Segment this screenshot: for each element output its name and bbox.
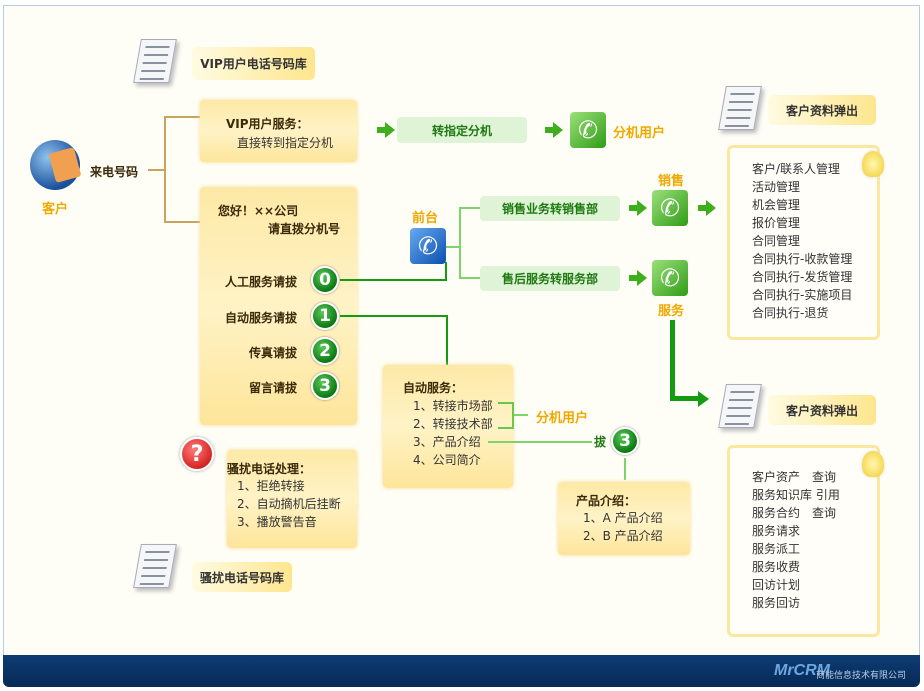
vip-service-title: VIP用户服务： xyxy=(226,117,309,131)
crm-item[interactable]: 活动管理 xyxy=(752,180,801,194)
auto-extension-label: 分机用户 xyxy=(536,411,589,426)
vip-db-label: VIP用户电话号码库 xyxy=(192,47,315,80)
scroll-icon xyxy=(125,35,185,90)
incoming-number-label: 来电号码 xyxy=(90,165,139,179)
crm-service-list: 客户资产 查询 服务知识库 引用 服务合约 查询 服务请求 服务派工 服务收费 … xyxy=(727,445,884,637)
dial-2-badge: 2 xyxy=(311,337,339,365)
scroll-icon xyxy=(125,540,185,595)
brand-logo: MrCRM xyxy=(774,662,830,679)
auto-service-item: 1、转接市场部 xyxy=(413,399,493,413)
harassment-db-label: 骚扰电话号码库 xyxy=(192,562,292,592)
dial-0-badge: 0 xyxy=(311,266,339,294)
option-label: 传真请拔 xyxy=(249,346,298,360)
lightbulb-icon xyxy=(862,151,884,177)
vip-service-box: VIP用户服务： 直接转到指定分机 xyxy=(200,100,357,162)
extension-user-label: 分机用户 xyxy=(613,126,666,141)
auto-service-box: 自动服务： 1、转接市场部 2、转接技术部 3、产品介绍 4、公司简介 xyxy=(383,365,513,488)
vip-service-desc: 直接转到指定分机 xyxy=(237,136,334,150)
harassment-item: 1、拒绝转接 xyxy=(237,479,305,493)
globe-phone-icon xyxy=(30,140,82,190)
footer-bar: MrCRM 商能信息技术有限公司 xyxy=(3,655,920,687)
arrow-right-icon xyxy=(629,200,647,216)
sales-transfer-pill: 销售业务转销售部 xyxy=(480,196,620,221)
scroll-icon xyxy=(710,380,770,435)
front-desk-label: 前台 xyxy=(412,211,439,226)
front-desk-phone-icon: ✆ xyxy=(410,228,446,264)
phone-icon: ✆ xyxy=(570,112,606,148)
harassment-box: 骚扰电话处理： 1、拒绝转接 2、自动摘机后挂断 3、播放警告音 xyxy=(227,450,357,548)
crm-item[interactable]: 合同执行-发货管理 xyxy=(752,270,853,284)
popup-label: 客户资料弹出 xyxy=(768,395,876,425)
greeting-line1: 您好！××公司 xyxy=(218,204,299,218)
product-intro-item: 2、B 产品介绍 xyxy=(583,529,663,543)
crm-item[interactable]: 客户/联系人管理 xyxy=(752,162,841,176)
popup-label: 客户资料弹出 xyxy=(768,95,876,125)
harassment-item: 3、播放警告音 xyxy=(237,515,317,529)
service-label: 服务 xyxy=(658,304,685,319)
crm-item[interactable]: 合同执行-收款管理 xyxy=(752,252,853,266)
service-transfer-pill: 售后服务转服务部 xyxy=(480,266,620,291)
scroll-icon xyxy=(710,82,770,137)
arrow-right-icon xyxy=(698,391,709,407)
crm-sales-list: 客户/联系人管理 活动管理 机会管理 报价管理 合同管理 合同执行-收款管理 合… xyxy=(727,145,884,340)
dial-3-product-badge: 3 xyxy=(611,427,639,455)
arrow-right-icon xyxy=(377,122,395,138)
arrow-right-icon xyxy=(698,200,716,216)
lightbulb-icon xyxy=(862,451,884,477)
dial-1-badge: 1 xyxy=(311,302,339,330)
harassment-item: 2、自动摘机后挂断 xyxy=(237,497,341,511)
arrow-right-icon xyxy=(545,122,563,138)
crm-item[interactable]: 服务收费 xyxy=(752,560,801,574)
crm-item[interactable]: 合同执行-实施项目 xyxy=(752,288,853,302)
auto-service-item: 2、转接技术部 xyxy=(413,417,493,431)
company-name: 商能信息技术有限公司 xyxy=(815,671,906,681)
option-label: 人工服务请拔 xyxy=(225,275,298,289)
crm-item[interactable]: 客户资产 查询 xyxy=(752,470,837,484)
auto-service-item: 3、产品介绍 xyxy=(413,435,481,449)
auto-service-item: 4、公司简介 xyxy=(413,453,481,467)
auto-service-title: 自动服务： xyxy=(403,381,464,395)
product-intro-title: 产品介绍： xyxy=(576,494,637,508)
crm-item[interactable]: 服务派工 xyxy=(752,542,801,556)
crm-item[interactable]: 机会管理 xyxy=(752,198,801,212)
harassment-title: 骚扰电话处理： xyxy=(227,462,312,476)
product-intro-box: 产品介绍： 1、A 产品介绍 2、B 产品介绍 xyxy=(558,482,690,555)
option-label: 留言请拔 xyxy=(249,381,298,395)
option-label: 自动服务请拔 xyxy=(225,311,298,325)
sales-phone-icon: ✆ xyxy=(652,190,688,226)
crm-item[interactable]: 合同执行-退货 xyxy=(752,306,829,320)
transfer-pill: 转指定分机 xyxy=(397,117,527,143)
arrow-right-icon xyxy=(629,270,647,286)
greeting-box: 您好！××公司 请直拨分机号 人工服务请拔 自动服务请拔 传真请拔 留言请拔 xyxy=(200,187,357,425)
sales-label: 销售 xyxy=(658,174,685,189)
greeting-line2: 请直拨分机号 xyxy=(268,222,341,236)
crm-item[interactable]: 服务知识库 引用 xyxy=(752,488,840,502)
question-icon: ? xyxy=(180,437,214,471)
crm-item[interactable]: 服务请求 xyxy=(752,524,801,538)
crm-item[interactable]: 服务合约 查询 xyxy=(752,506,837,520)
customer-label: 客户 xyxy=(42,202,69,217)
dial-label: 拔 xyxy=(594,435,607,449)
crm-item[interactable]: 报价管理 xyxy=(752,216,801,230)
service-phone-icon: ✆ xyxy=(652,260,688,296)
crm-item[interactable]: 回访计划 xyxy=(752,578,801,592)
crm-item[interactable]: 合同管理 xyxy=(752,234,801,248)
product-intro-item: 1、A 产品介绍 xyxy=(583,511,663,525)
dial-3-badge: 3 xyxy=(311,372,339,400)
crm-item[interactable]: 服务回访 xyxy=(752,596,801,610)
